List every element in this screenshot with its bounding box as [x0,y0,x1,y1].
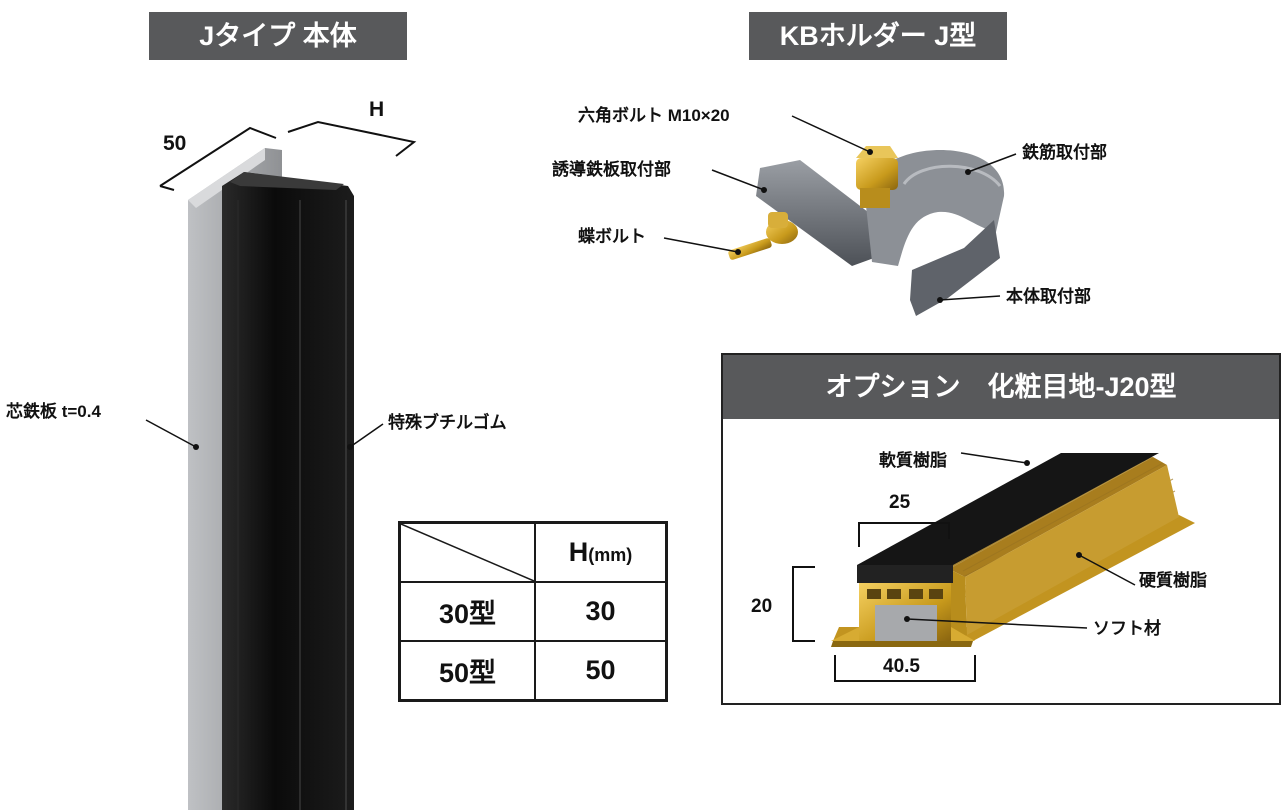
dim-20-label: 20 [751,596,773,617]
dim-h-bracket [287,120,417,157]
table-cell-h: 30 [534,581,668,642]
kb-holder-drawing [663,115,1017,316]
wing-bolt-label: 蝶ボルト [578,227,646,246]
hex-bolt-shape [856,146,898,208]
hex-bolt-label: 六角ボルト M10×20 [578,106,730,125]
h-dimension-table: H(mm) 30型 30 50型 50 [398,521,668,702]
table-row: 50型 50 [398,640,668,702]
table-cell-type: 50型 [398,640,536,702]
holder-plate [756,160,874,266]
dim-25-label: 25 [889,492,911,513]
title-j-type-body: Jタイプ 本体 [149,12,407,60]
table-corner-cell [398,521,536,583]
table-cell-h: 50 [534,640,668,702]
hard-resin-label: 硬質樹脂 [1139,571,1207,590]
joint-drawing [792,452,1195,682]
table-header-row: H(mm) [398,521,668,583]
option-panel-title: オプション 化粧目地-J20型 [723,355,1279,419]
option-panel: オプション 化粧目地-J20型 [721,353,1281,705]
rebar-mount-label: 鉄筋取付部 [1022,143,1107,162]
butyl-rubber [222,172,354,810]
core-plate-label: 芯鉄板 t=0.4 [6,402,101,421]
dim-405-bracket [834,655,976,682]
rubber-label: 特殊ブチルゴム [388,413,507,432]
dim-50-label: 50 [163,132,187,155]
header-unit-text: (mm) [588,545,633,565]
soft-resin-label: 軟質樹脂 [879,451,947,470]
dim-25-bracket [858,522,950,547]
soft-material [875,605,937,641]
soft-resin-top [857,453,1159,565]
j-type-body-drawing [145,120,417,810]
dim-20-bracket [792,566,815,642]
table-cell-type: 30型 [398,581,536,642]
dim-50-bracket [159,126,277,187]
table-row: 30型 30 [398,581,668,642]
rebar-saddle [865,150,1005,266]
header-h-text: H [568,537,589,567]
body-mount-label: 本体取付部 [1006,287,1091,306]
guide-plate-label: 誘導鉄板取付部 [552,160,671,179]
dim-h-label: H [369,98,385,121]
title-kb-holder: KBホルダー J型 [749,12,1007,60]
table-header-h: H(mm) [534,521,668,583]
soft-material-label: ソフト材 [1093,619,1161,638]
corner-diagonal [401,524,534,581]
body-mount-tab [910,220,1000,316]
dim-405-label: 40.5 [883,656,920,677]
